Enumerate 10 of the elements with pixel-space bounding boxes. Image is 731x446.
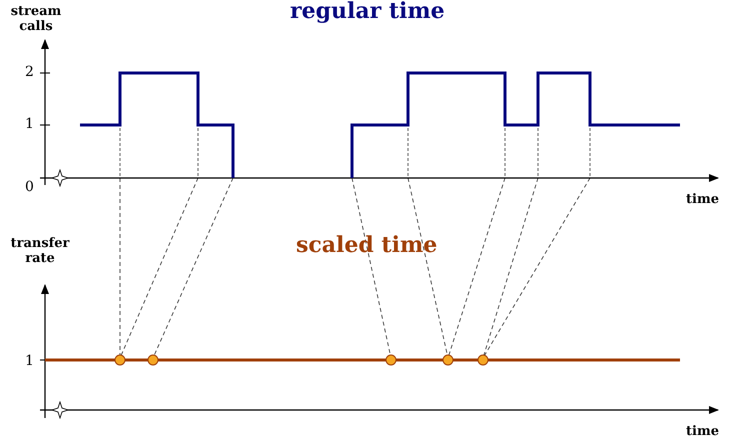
axis-title: transfer rate xyxy=(10,236,70,266)
tick-label: 2 xyxy=(25,65,34,80)
tick-label: 1 xyxy=(25,117,34,132)
section-heading: scaled time xyxy=(296,232,438,258)
axis-title: stream calls xyxy=(10,4,62,34)
tick-label: 1 xyxy=(25,354,34,369)
axis-title: time xyxy=(686,424,719,439)
section-heading: regular time xyxy=(290,0,445,24)
axis-title: time xyxy=(686,192,719,207)
tick-label: 0 xyxy=(25,180,34,195)
